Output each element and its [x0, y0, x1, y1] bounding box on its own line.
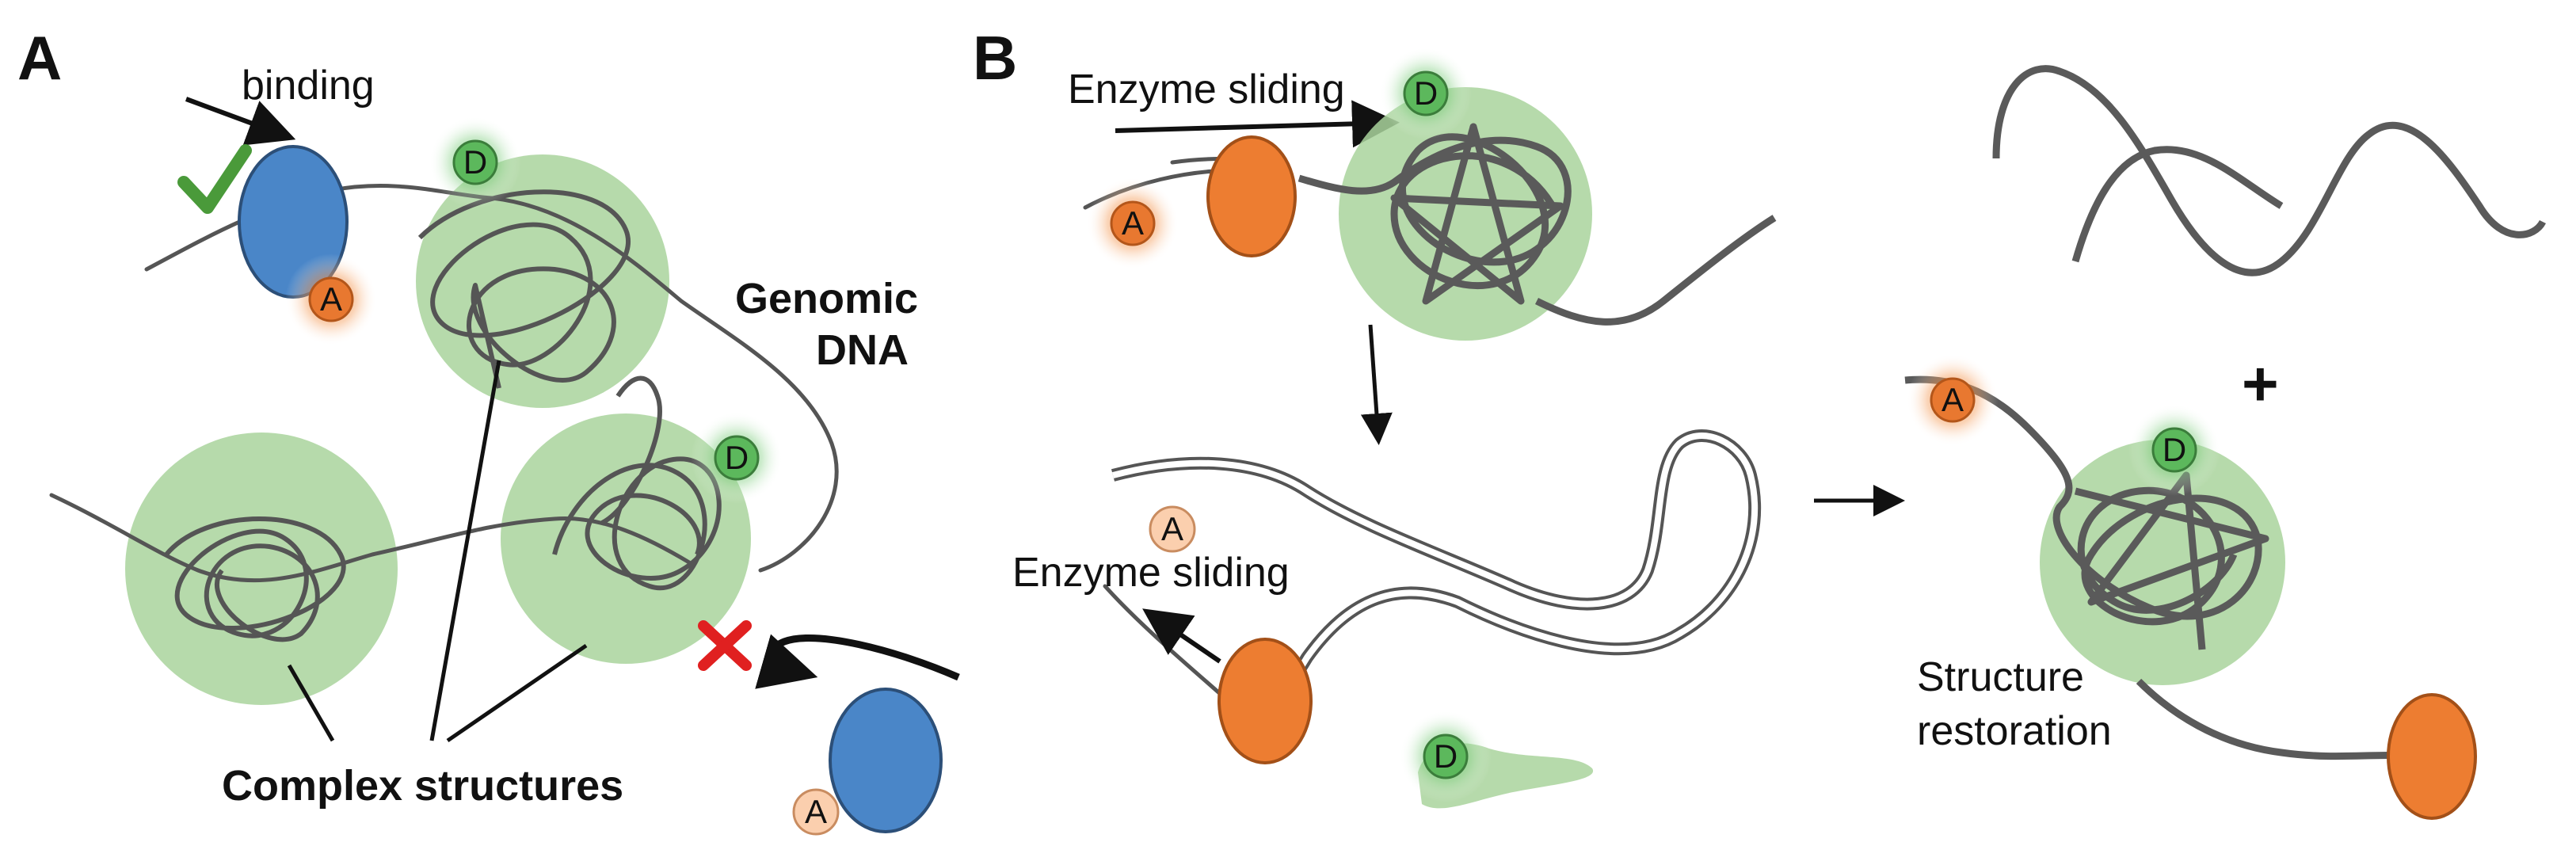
svg-text:D: D — [2163, 431, 2186, 468]
enzyme-sliding-mid-label: Enzyme sliding — [1012, 550, 1290, 596]
genomic-dna-label-line2: DNA — [816, 326, 909, 374]
knot-b-top — [1298, 123, 1572, 305]
knot-a-right — [552, 375, 722, 591]
svg-text:D: D — [1414, 74, 1438, 112]
knot-b-restored — [1904, 375, 2417, 760]
svg-text:D: D — [463, 143, 487, 181]
structure-restoration-line2: restoration — [1917, 708, 2112, 754]
enzyme-sliding-top-label: Enzyme sliding — [1068, 67, 1345, 112]
checkmark-icon — [177, 144, 252, 214]
acceptor-badge-a2: A — [792, 788, 840, 836]
structure-restoration-line1: Structure — [1917, 654, 2084, 700]
binding-label: binding — [242, 63, 375, 109]
knot-a-top — [417, 189, 631, 389]
svg-text:A: A — [1122, 204, 1144, 242]
svg-text:A: A — [1942, 381, 1964, 418]
plus-icon: + — [2242, 349, 2279, 419]
globule-a-left — [125, 432, 398, 705]
dna-b-released — [1992, 65, 2547, 276]
globule-a-right — [501, 413, 751, 664]
enzyme-orange-bottom — [2387, 693, 2477, 820]
svg-text:A: A — [805, 793, 827, 830]
knot-a-left — [164, 516, 346, 642]
pointer-line-1 — [287, 664, 335, 742]
donor-badge-a2: D — [691, 412, 783, 504]
acceptor-badge-a1: A — [285, 253, 377, 345]
panel-b: B Enzyme sliding A D — [973, 23, 2547, 820]
panel-b-label: B — [973, 23, 1017, 93]
panel-a-label: A — [17, 23, 62, 93]
donor-badge-a1: D — [429, 116, 521, 208]
pointer-line-3 — [446, 643, 588, 743]
cross-icon — [698, 620, 752, 671]
dna-b-top-tail — [1534, 215, 1777, 326]
svg-text:D: D — [1434, 737, 1458, 775]
svg-text:A: A — [320, 280, 342, 318]
globule-b-top — [1339, 87, 1592, 341]
donor-badge-b1: D — [1380, 48, 1472, 139]
deflect-arrow — [755, 634, 960, 689]
genomic-dna-label-line1: Genomic — [735, 275, 918, 322]
enzyme-orange-mid — [1218, 638, 1313, 764]
binding-arrow — [185, 97, 296, 146]
enzyme-sliding-top-arrow — [1115, 100, 1400, 148]
acceptor-badge-b2: A — [1149, 505, 1196, 553]
complex-structures-label: Complex structures — [222, 762, 623, 810]
acceptor-badge-b1: A — [1087, 177, 1179, 269]
acceptor-badge-b3: A — [1907, 354, 1999, 446]
donor-badge-b3: D — [2128, 404, 2220, 496]
panel-a: A binding A D — [17, 23, 960, 836]
svg-text:A: A — [1161, 510, 1183, 547]
donor-badge-b2: D — [1400, 711, 1492, 802]
svg-text:D: D — [725, 439, 749, 476]
enzyme-sliding-mid-arrow — [1142, 608, 1221, 664]
enzyme-orange-top — [1206, 135, 1297, 257]
dna-b-mid-gap — [1111, 432, 1759, 716]
enzyme-blue-free — [829, 688, 943, 833]
dna-b-mid-left — [1103, 584, 1226, 699]
step-arrow-down — [1360, 324, 1393, 445]
pointer-line-2 — [429, 360, 501, 741]
